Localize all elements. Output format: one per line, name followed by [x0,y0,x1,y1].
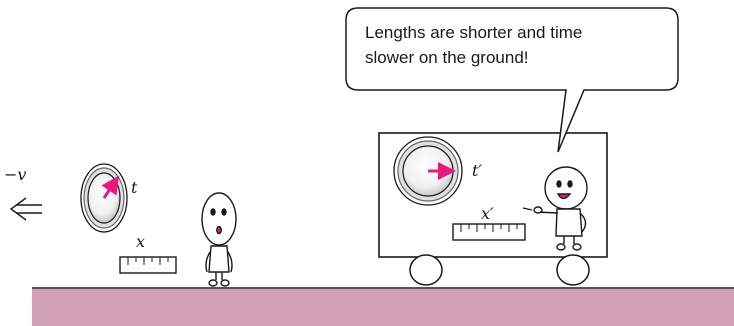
cart-ruler-label: x′ [481,204,494,223]
ground [32,289,734,326]
ground-ruler-label: x [136,232,145,251]
ground-clock-icon [81,164,127,232]
speech-bubble-line-2: slower on the ground! [365,48,529,67]
cart-clock-label: t′ [472,161,482,180]
speech-bubble-line-1: Lengths are shorter and time [365,23,582,42]
cart-wheel-left [410,255,442,285]
ground-ruler [120,257,176,273]
cart-wheel-right [557,255,589,285]
ground-observer [202,193,236,286]
cart-clock-icon [394,137,462,205]
cart-ruler [453,224,525,240]
velocity-label: −v [4,165,26,184]
velocity-arrow-icon [11,198,42,220]
ground-clock-label: t [131,178,138,197]
